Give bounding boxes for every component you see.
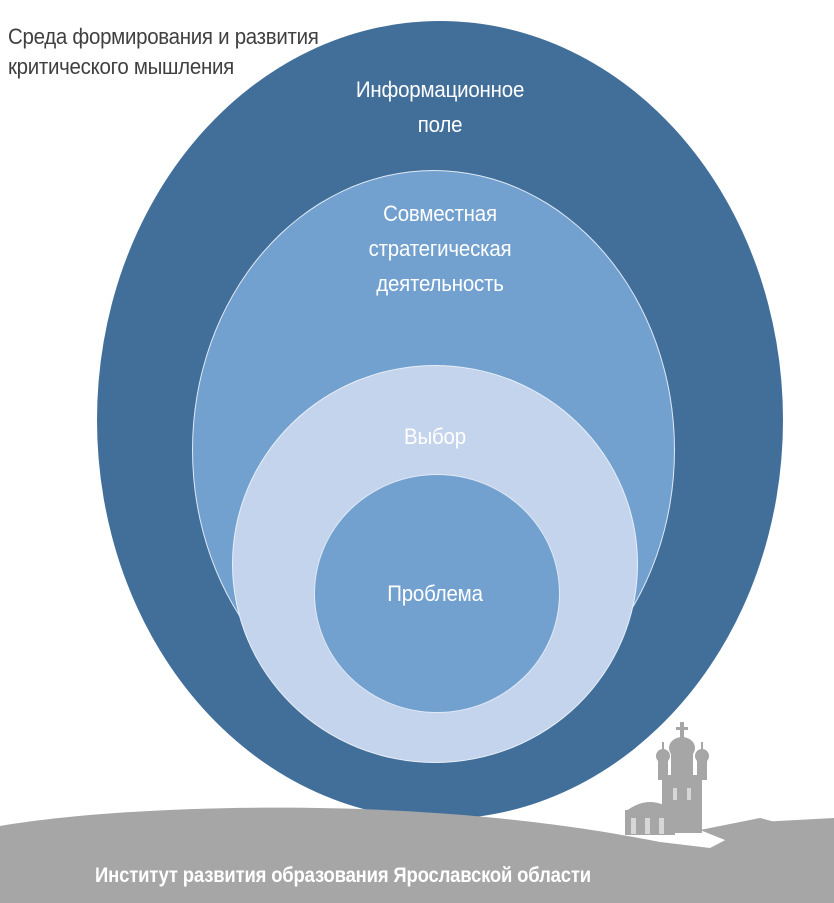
caption-line-1: Среда формирования и развития <box>8 24 319 49</box>
information-field-label-line-2: поле <box>417 112 463 137</box>
choice-label-line-1: Выбор <box>404 424 466 449</box>
information-field-label: Информационное поле <box>338 72 543 142</box>
information-field-label-line-1: Информационное <box>355 77 525 102</box>
problem-circle <box>314 474 560 713</box>
institute-name: Институт развития образования Ярославско… <box>95 864 591 887</box>
choice-label: Выбор <box>342 419 528 454</box>
caption-line-2: критического мышления <box>8 54 234 79</box>
joint-activity-label-line-2: стратегическая <box>368 236 512 261</box>
church-logo-icon <box>625 722 790 846</box>
footer-band <box>0 807 834 903</box>
environment-caption: Среда формирования и развития критическо… <box>8 22 319 82</box>
joint-activity-label-line-1: Совместная <box>383 201 497 226</box>
problem-label: Проблема <box>342 576 528 611</box>
problem-label-line-1: Проблема <box>387 581 483 606</box>
joint-activity-label-line-3: деятельность <box>376 271 504 296</box>
joint-strategic-activity-label: Совместная стратегическая деятельность <box>328 196 551 301</box>
